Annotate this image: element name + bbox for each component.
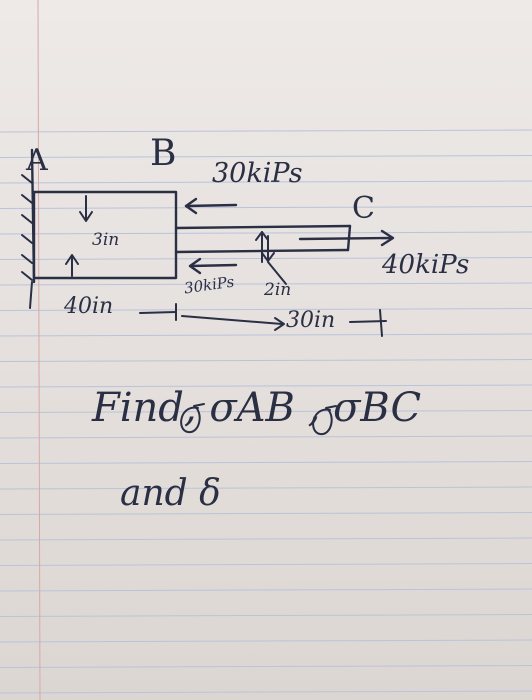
label-point-c: C (352, 191, 375, 226)
sigma-bc-mark (312, 405, 337, 436)
label-point-a: A (26, 143, 48, 178)
label-point-b: B (150, 133, 177, 174)
ruled-line (0, 231, 532, 235)
ruled-line (0, 384, 532, 388)
ruled-line (0, 282, 532, 286)
ruled-line (0, 512, 532, 515)
ruled-line (0, 333, 532, 337)
load-arrow-bottom (188, 257, 238, 275)
load-arrow-c (298, 229, 395, 247)
ruled-line (0, 461, 532, 464)
ruled-line (0, 308, 532, 311)
ruled-line (0, 359, 532, 362)
ruled-line (0, 537, 532, 541)
label-load-c: 40kiPs (382, 250, 470, 280)
label-dim-ab-height: 3in (92, 230, 120, 250)
load-arrow-b (184, 197, 238, 215)
ruled-line (0, 206, 532, 209)
ruled-line (0, 129, 532, 133)
ruled-line (0, 614, 532, 617)
ruled-line (0, 690, 532, 694)
ruled-line (0, 410, 532, 413)
label-dim-bc-length: 30in (286, 308, 336, 333)
margin-line (37, 0, 41, 700)
ruled-line (0, 665, 532, 668)
ruled-line (0, 588, 532, 592)
label-dim-ab-length: 40in (64, 294, 114, 319)
ruled-line (0, 486, 532, 490)
ruled-line (0, 563, 532, 566)
height-arrows-ab (65, 195, 93, 277)
label-dim-bc-height: 2in (264, 280, 292, 300)
question-line-1: Find, σAB , σBC (92, 385, 422, 431)
label-load-b: 30kiPs (212, 158, 303, 189)
question-line-2: and δ (120, 473, 221, 514)
ruled-line (0, 180, 532, 184)
length-dimension-bc (181, 309, 387, 337)
sigma-ab-mark (180, 403, 205, 434)
ruled-line (0, 639, 532, 643)
segment-ab (32, 190, 178, 280)
height-arrows-bc (255, 231, 287, 285)
ruled-line (0, 155, 532, 158)
length-dimension-ab (29, 281, 177, 321)
ruled-line (0, 435, 532, 439)
